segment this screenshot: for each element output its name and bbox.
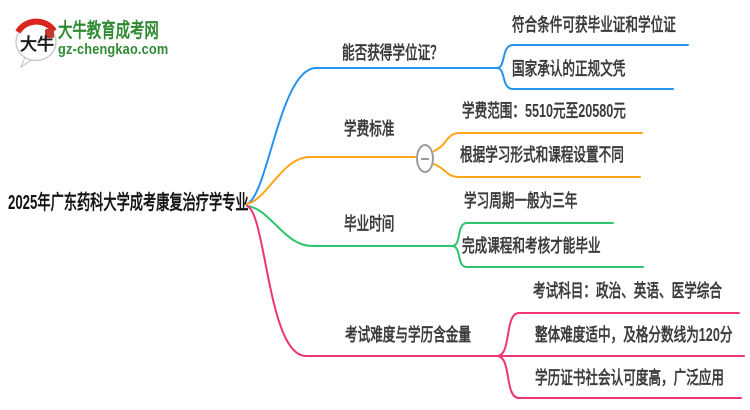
leaf-line-tuition-1 — [433, 132, 643, 152]
leaf-tuition-1[interactable]: 学费范围：5510元至20580元 — [462, 101, 626, 121]
branch-line-difficulty — [246, 205, 498, 357]
leaf-graduation-2[interactable]: 完成课程和考核才能毕业 — [462, 236, 601, 256]
leaf-difficulty-2[interactable]: 整体难度适中，及格分数线为120分 — [535, 325, 733, 345]
leaf-line-difficulty-3 — [496, 355, 742, 399]
root-topic[interactable]: 2025年广东药科大学成考康复治疗学专业 — [8, 192, 249, 214]
branch-lines-degree — [246, 44, 689, 205]
branch-lines-graduation — [246, 205, 644, 268]
leaf-line-tuition-2 — [433, 163, 641, 178]
brand-domain: gz-chengkao.com — [58, 42, 169, 58]
leaf-difficulty-1[interactable]: 考试科目：政治、英语、医学综合 — [533, 281, 722, 301]
leaf-graduation-1[interactable]: 学习周期一般为三年 — [464, 191, 578, 211]
branch-label-difficulty[interactable]: 考试难度与学历含金量 — [345, 325, 471, 345]
branch-label-graduation[interactable]: 毕业时间 — [344, 214, 395, 234]
branch-lines-difficulty — [246, 205, 745, 399]
branch-label-degree[interactable]: 能否获得学位证？ — [342, 43, 443, 63]
leaf-degree-1[interactable]: 符合条件可获毕业证和学位证 — [512, 15, 676, 35]
branch-label-tuition[interactable]: 学费标准 — [344, 119, 395, 139]
collapse-button[interactable] — [416, 144, 434, 173]
branch-lines-tuition — [246, 132, 643, 205]
leaf-line-degree-1 — [496, 44, 689, 69]
branch-line-tuition — [246, 156, 416, 205]
branch-line-degree — [246, 67, 498, 205]
logo-glyph-text: 大牛 — [20, 34, 54, 55]
brand-name: 大牛教育成考网 — [58, 20, 159, 42]
minus-icon — [421, 157, 429, 160]
leaf-difficulty-3[interactable]: 学历证书社会认可度高，广泛应用 — [535, 368, 724, 388]
leaf-line-difficulty-1 — [496, 312, 740, 357]
leaf-tuition-2[interactable]: 根据学习形式和课程设置不同 — [460, 145, 624, 165]
daniu-logo-icon: 大牛 — [15, 18, 57, 68]
leaf-degree-2[interactable]: 国家承认的正规文凭 — [512, 59, 626, 79]
leaf-line-graduation-2 — [451, 245, 644, 268]
leaf-line-degree-2 — [496, 67, 674, 90]
branch-line-graduation — [246, 205, 453, 247]
leaf-line-graduation-1 — [451, 222, 614, 247]
